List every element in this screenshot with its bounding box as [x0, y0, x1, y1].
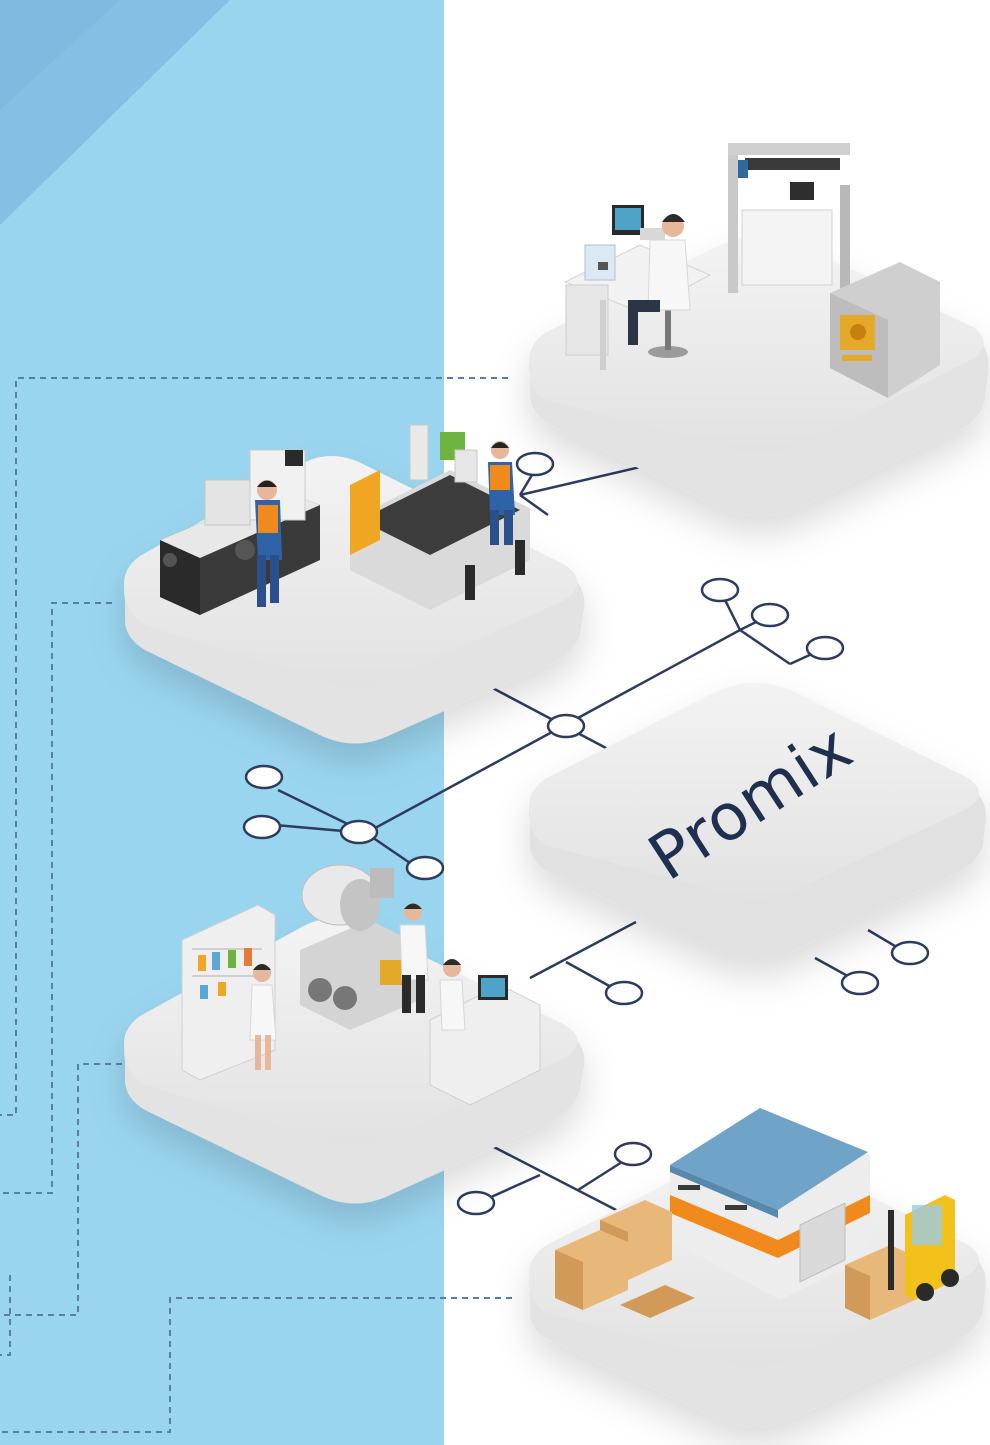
- left-panel-corner-shade-inner: [0, 0, 120, 110]
- node: [700, 577, 740, 603]
- node: [840, 970, 880, 996]
- laboratory-mixer-icon: [181, 864, 541, 1106]
- lathe-cnc-cutter-icon: [160, 424, 530, 615]
- node: [339, 819, 379, 845]
- node: [805, 635, 845, 661]
- node: [750, 602, 790, 628]
- network-nodes: [242, 451, 930, 1216]
- dashed-lines: [0, 377, 512, 1433]
- warehouse-forklift-icon: [555, 1108, 959, 1320]
- node: [244, 764, 284, 790]
- node: [890, 940, 930, 966]
- lab-workstation-3d-printer-icon: [563, 143, 940, 398]
- node: [546, 713, 586, 739]
- node: [515, 451, 555, 477]
- node: [405, 855, 445, 881]
- node: [456, 1190, 496, 1216]
- node: [242, 814, 282, 840]
- node: [604, 980, 644, 1006]
- platform-brand-hub: [529, 683, 986, 959]
- network-connectors: [274, 463, 906, 1214]
- node: [613, 1141, 653, 1167]
